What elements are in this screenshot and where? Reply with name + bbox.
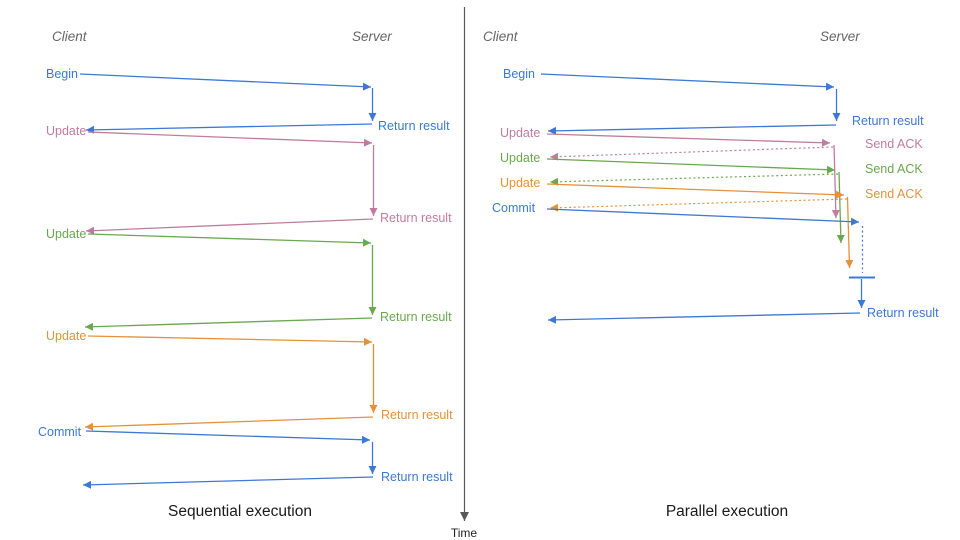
response-arrow — [84, 317, 373, 331]
ack-label: Send ACK — [865, 187, 923, 201]
request-arrow — [546, 133, 831, 147]
time-axis: Time — [451, 7, 478, 540]
response-label: Return result — [381, 470, 453, 484]
ack-dotted-arrow — [549, 173, 839, 186]
right-client-header: Client — [483, 29, 519, 44]
request-arrow — [87, 233, 372, 247]
response-arrow — [547, 124, 837, 135]
right-message-commit: Commit Return result — [492, 201, 939, 324]
sequential-diagram: Client Server Begin Return result Update… — [38, 29, 453, 520]
request-arrow — [87, 131, 373, 147]
message-label: Update — [46, 329, 86, 343]
request-arrow — [79, 73, 372, 91]
request-arrow — [87, 335, 373, 346]
right-message-begin: Begin Return result — [503, 67, 924, 135]
response-arrow — [82, 476, 374, 489]
ack-dotted-arrow — [549, 198, 848, 212]
server-write-line — [831, 144, 840, 219]
time-axis-label: Time — [451, 526, 478, 540]
message-label: Update — [500, 176, 540, 190]
response-label: Return result — [867, 306, 939, 320]
response-label: Return result — [380, 310, 452, 324]
response-label: Return result — [852, 114, 924, 128]
message-label: Update — [46, 227, 86, 241]
message-label: Update — [500, 151, 540, 165]
message-label: Commit — [38, 425, 82, 439]
left-message-begin: Begin Return result — [46, 67, 450, 134]
right-message-update-1: Update Send ACK — [500, 126, 923, 219]
right-server-header: Server — [820, 29, 860, 44]
parallel-diagram: Client Server Begin Return result Update… — [483, 29, 939, 520]
message-label: Commit — [492, 201, 536, 215]
request-arrow — [546, 158, 836, 174]
ack-label: Send ACK — [865, 137, 923, 151]
right-message-update-3: Update Send ACK — [500, 176, 923, 269]
response-arrow — [85, 218, 374, 235]
left-client-header: Client — [52, 29, 88, 44]
left-message-update-3: Update Return result — [46, 329, 453, 431]
server-write-line — [845, 196, 854, 269]
message-label: Begin — [503, 67, 535, 81]
request-arrow — [85, 430, 371, 444]
response-arrow — [547, 312, 861, 324]
left-server-header: Server — [352, 29, 392, 44]
left-message-commit: Commit Return result — [38, 425, 453, 489]
ack-label: Send ACK — [865, 162, 923, 176]
ack-dotted-arrow — [549, 146, 834, 161]
sequential-caption: Sequential execution — [168, 503, 312, 520]
response-arrow — [85, 123, 373, 134]
response-label: Return result — [380, 211, 452, 225]
left-message-update-1: Update Return result — [46, 124, 452, 235]
parallel-caption: Parallel execution — [666, 503, 788, 520]
message-label: Update — [500, 126, 540, 140]
server-write-line — [836, 171, 845, 244]
message-label: Begin — [46, 67, 78, 81]
response-label: Return result — [378, 119, 450, 133]
left-message-update-2: Update Return result — [46, 227, 452, 331]
request-arrow — [546, 183, 845, 199]
response-label: Return result — [381, 408, 453, 422]
response-arrow — [84, 416, 374, 431]
request-arrow — [540, 73, 835, 91]
message-label: Update — [46, 124, 86, 138]
right-message-update-2: Update Send ACK — [500, 151, 923, 244]
request-arrow — [546, 208, 860, 226]
